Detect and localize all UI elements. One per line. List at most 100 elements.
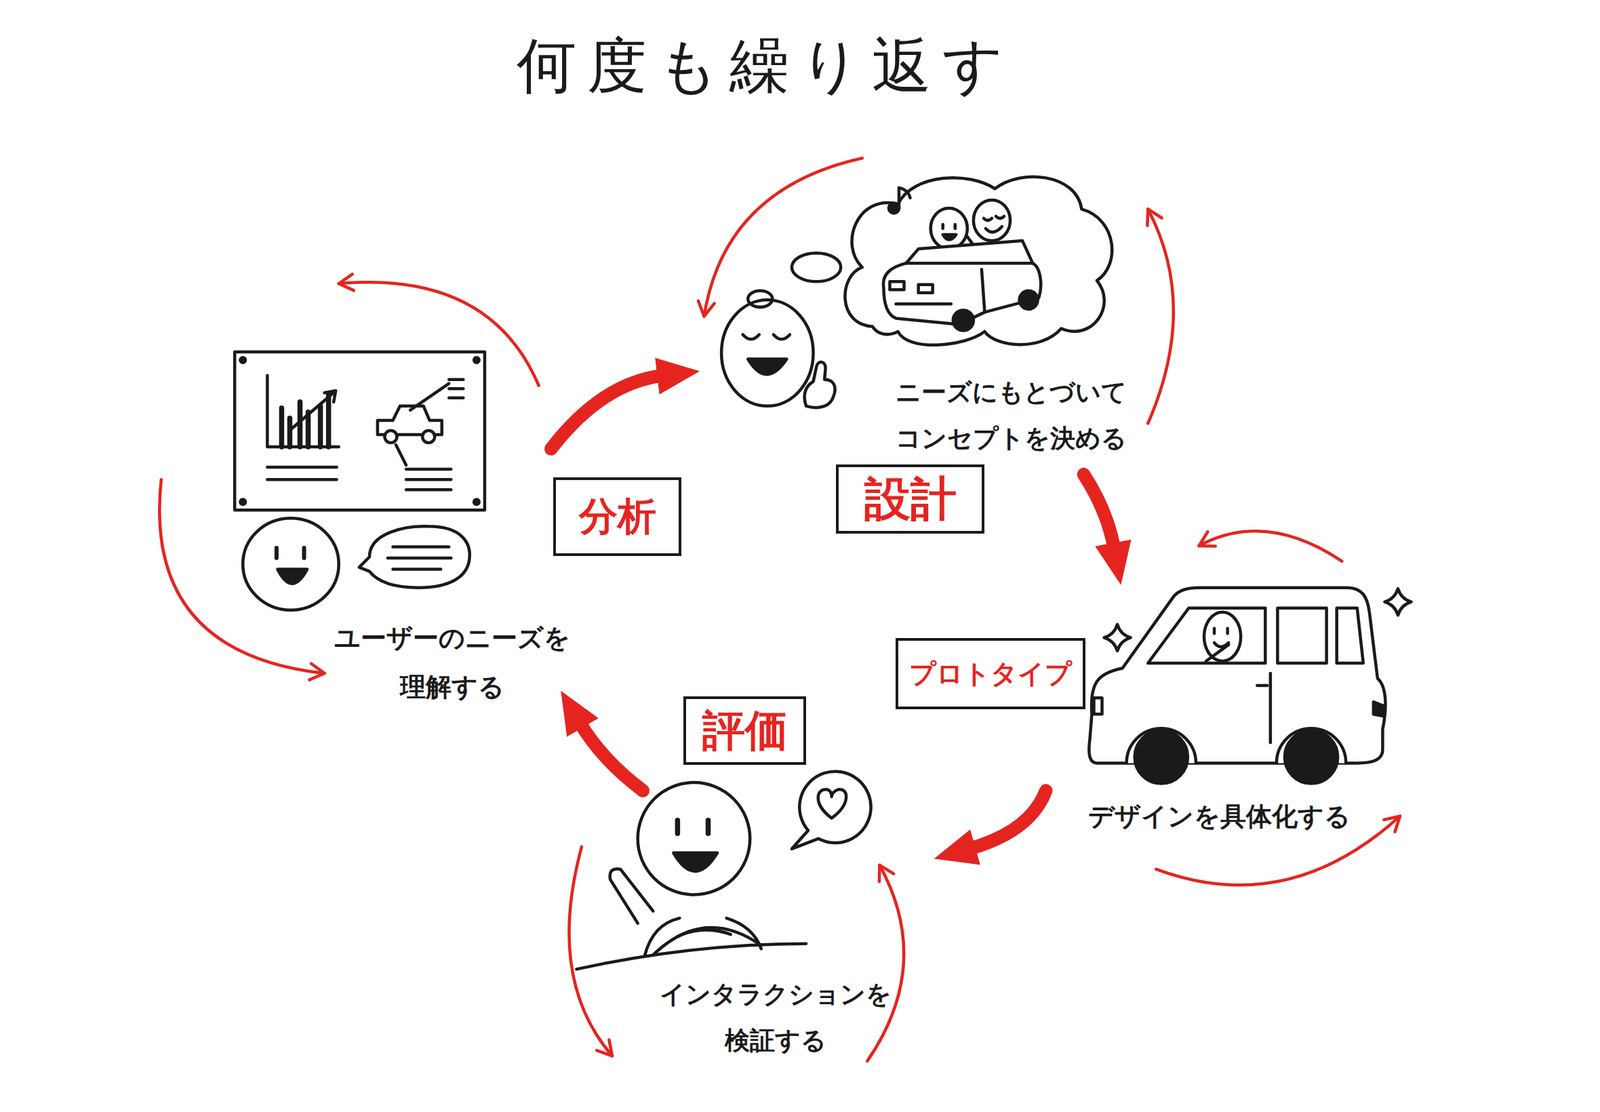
analysis-board [267,375,339,447]
dream-car [889,281,904,290]
repeat-arc [568,846,613,1056]
dream-car [973,200,1011,241]
dream-car [906,261,1034,266]
dream-car [983,216,1005,221]
analysis-board [410,383,449,411]
stage-box: 分析 [553,477,683,556]
diagram-title: 何度も繰り返す [516,29,1015,102]
analysis-board [234,351,485,510]
stage-name: プロトタイプ [909,658,1072,689]
prototype-car [1384,588,1411,615]
analysis-board [384,430,397,443]
stage-box: 評価 [683,696,807,765]
tester-figure [673,852,718,872]
analysis-board [234,351,485,510]
analyst-face [242,517,339,610]
tester-figure [610,868,654,923]
analysis-board [448,379,464,398]
heart-bubble [791,771,872,849]
repeat-arc [867,865,904,1062]
designer-face [747,359,787,375]
prototype-car [1147,608,1266,664]
analysis-board [291,391,335,429]
prototype-car [1256,684,1268,688]
dream-car [883,187,1041,331]
analysis-board [240,498,246,505]
heart-bubble [818,789,847,818]
designer-face [721,299,813,406]
speech-bubble [359,526,470,588]
dream-car [981,269,986,312]
tester-figure [576,943,807,970]
stage-description: ユーザーのニーズを 理解する [316,613,588,712]
prototype-car [1088,587,1411,784]
prototype-car [1206,644,1229,662]
stage-name: 分析 [578,494,657,539]
repeat-arc [704,157,863,316]
designer-face [721,299,835,408]
heart-bubble [791,771,872,849]
prototype-car [1134,730,1188,784]
prototype-car [1373,701,1384,716]
analyst-face [277,569,308,584]
analysis-board [422,430,435,443]
tester-figure [644,917,680,955]
dream-car [943,234,957,240]
stage-name: 設計 [864,472,957,526]
prototype-car [1104,624,1131,651]
dream-car [953,309,974,331]
designer-face [743,334,790,340]
dream-car [918,284,933,293]
analyst-face [242,517,339,610]
analysis-board [473,498,480,505]
thought-cloud [747,290,773,308]
analyst-face [276,547,305,558]
dream-car [943,224,956,229]
repeat-arc [338,282,539,386]
analysis-board [395,444,407,466]
repeat-arc [1147,208,1174,424]
dream-car [895,302,951,306]
cycle-arrow [579,722,643,791]
thought-cloud [747,176,1112,346]
dream-car [1019,290,1038,310]
dream-car [888,202,899,213]
stage-box: 設計 [835,464,984,534]
dream-car [898,187,911,209]
analysis-board [406,469,451,490]
cycle-arrow [1083,474,1114,550]
thought-cloud [791,252,841,282]
prototype-car [1088,587,1386,764]
stage-description: インタラクションを 検証する [640,971,912,1064]
dream-car [985,226,1003,232]
prototype-car [1093,697,1102,714]
analysis-board [473,357,480,363]
stage-description: ニーズにもとづいて コンセプトを決める [895,369,1188,462]
analysis-board [324,390,337,403]
analysis-board [240,357,246,363]
prototype-car [1336,608,1364,664]
tester-figure [576,782,807,969]
prototype-car [1277,608,1327,664]
stage-box: プロトタイプ [895,637,1086,710]
prototype-car [1284,730,1338,784]
dream-car [930,208,968,249]
tester-figure [637,782,751,895]
cycle-arrow [969,790,1047,849]
speech-bubble [359,526,470,588]
stage-description: デザインを具体化する [1063,791,1376,841]
tester-figure [677,820,708,834]
stage-name: 評価 [702,705,788,756]
designer-face [804,362,836,408]
thought-cloud [844,176,1112,346]
repeat-arc [159,157,1400,1062]
repeat-arc [1198,530,1342,561]
tester-figure [652,927,760,955]
prototype-car [1269,673,1273,743]
cycle-arrow [551,375,664,449]
speech-bubble [387,546,451,569]
tester-figure [677,929,731,937]
analysis-board [267,467,337,480]
